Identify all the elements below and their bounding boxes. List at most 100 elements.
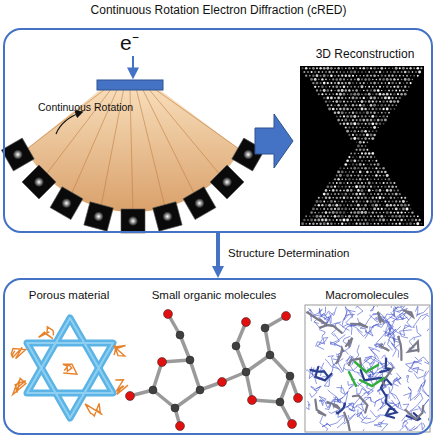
- lattice-dot: [330, 96, 333, 99]
- lattice-dot: [379, 219, 382, 222]
- atom-ball: [164, 310, 173, 319]
- lattice-dot: [366, 178, 368, 180]
- diffraction-spot: [220, 175, 234, 189]
- lattice-dot: [390, 211, 392, 213]
- lattice-dot: [347, 204, 349, 206]
- lattice-dot: [337, 67, 339, 69]
- lattice-dot: [356, 119, 358, 121]
- lattice-dot: [377, 186, 379, 188]
- lattice-dot: [393, 204, 395, 206]
- lattice-dot: [348, 126, 350, 128]
- lattice-dot: [381, 193, 383, 195]
- lattice-dot: [373, 96, 376, 99]
- detector-panel: [210, 165, 244, 199]
- lattice-dot: [303, 219, 305, 221]
- lattice-dot: [323, 208, 325, 210]
- density-mesh: [428, 409, 429, 423]
- flow-arrow: [216, 233, 220, 270]
- lattice-dot: [319, 223, 321, 225]
- lattice-dot: [330, 90, 332, 92]
- bond-stick: [270, 355, 290, 376]
- lattice-dot: [337, 215, 340, 218]
- lattice-dot: [350, 219, 352, 221]
- lattice-dot: [353, 211, 356, 214]
- lattice-dot: [363, 215, 365, 217]
- lattice-dot: [388, 112, 390, 114]
- lattice-dot: [370, 67, 372, 69]
- atom-ball: [261, 324, 269, 332]
- lattice-dot: [372, 71, 374, 73]
- lattice-dot: [349, 97, 351, 99]
- lattice-dot: [362, 208, 365, 211]
- detector-panel: [1, 138, 34, 171]
- residue-stick: [378, 312, 384, 323]
- atom-ball: [176, 422, 185, 431]
- lattice-dot: [354, 152, 356, 154]
- lattice-dot: [421, 223, 423, 225]
- density-mesh: [385, 324, 391, 335]
- lattice-dot: [305, 75, 307, 77]
- detector-panel: [22, 165, 56, 199]
- lattice-dot: [348, 178, 351, 181]
- lattice-dot: [356, 223, 358, 225]
- lattice-dot: [372, 130, 373, 131]
- lattice-dot: [377, 104, 379, 106]
- lattice-dot: [377, 223, 379, 225]
- residue-stick: [380, 344, 389, 351]
- lattice-dot: [357, 175, 359, 177]
- lattice-dot: [402, 223, 404, 225]
- lattice-dot: [364, 137, 367, 140]
- lattice-dot: [418, 71, 421, 74]
- lattice-dot: [350, 175, 352, 177]
- lattice-dot: [385, 90, 387, 92]
- lattice-dot: [354, 100, 356, 102]
- lattice-dot: [389, 100, 392, 103]
- lattice-dot: [346, 115, 348, 117]
- lattice-dot: [358, 116, 360, 118]
- lattice-dot: [365, 86, 366, 87]
- lattice-dot: [374, 223, 376, 225]
- lattice-dot: [400, 211, 402, 213]
- reconstruction-image: [300, 66, 424, 226]
- lattice-dot: [417, 215, 419, 217]
- lattice-dot: [325, 197, 327, 199]
- lattice-dot: [375, 101, 377, 103]
- lattice-dot: [341, 208, 343, 210]
- lattice-dot: [400, 93, 403, 96]
- lattice-dot: [370, 164, 372, 166]
- electron-density-map: [306, 306, 429, 431]
- lattice-dot: [392, 223, 394, 225]
- lattice-dot: [386, 226, 389, 227]
- lattice-dot: [339, 204, 341, 206]
- lattice-dot: [406, 75, 408, 77]
- guest-molecule: [13, 378, 26, 394]
- lattice-dot: [359, 185, 362, 188]
- lattice-dot: [323, 215, 325, 217]
- lattice-dot: [411, 219, 414, 222]
- ball-and-stick-molecule: [126, 310, 303, 431]
- atom-ball: [176, 331, 184, 339]
- density-mesh: [364, 356, 372, 364]
- lattice-dot: [345, 171, 347, 173]
- lattice-dot: [391, 185, 394, 188]
- lattice-dot: [363, 178, 365, 180]
- lattice-dot: [366, 156, 368, 158]
- lattice-dot: [408, 204, 410, 206]
- lattice-dot: [341, 104, 343, 106]
- lattice-dot: [361, 204, 362, 205]
- lattice-dot: [393, 78, 395, 80]
- lattice-dot: [363, 67, 366, 70]
- lattice-dot: [418, 226, 421, 227]
- lattice-dot: [363, 82, 365, 84]
- density-mesh: [371, 349, 380, 359]
- lattice-dot: [390, 93, 392, 95]
- lattice-dot: [372, 160, 373, 161]
- lattice-dot: [382, 219, 385, 222]
- lattice-dot: [314, 71, 316, 73]
- framework-tube: [27, 318, 113, 393]
- lattice-dot: [359, 134, 361, 136]
- lattice-dot: [377, 89, 380, 92]
- lattice-dot: [388, 104, 390, 106]
- residue-stick: [381, 368, 393, 385]
- lattice-dot: [312, 207, 315, 210]
